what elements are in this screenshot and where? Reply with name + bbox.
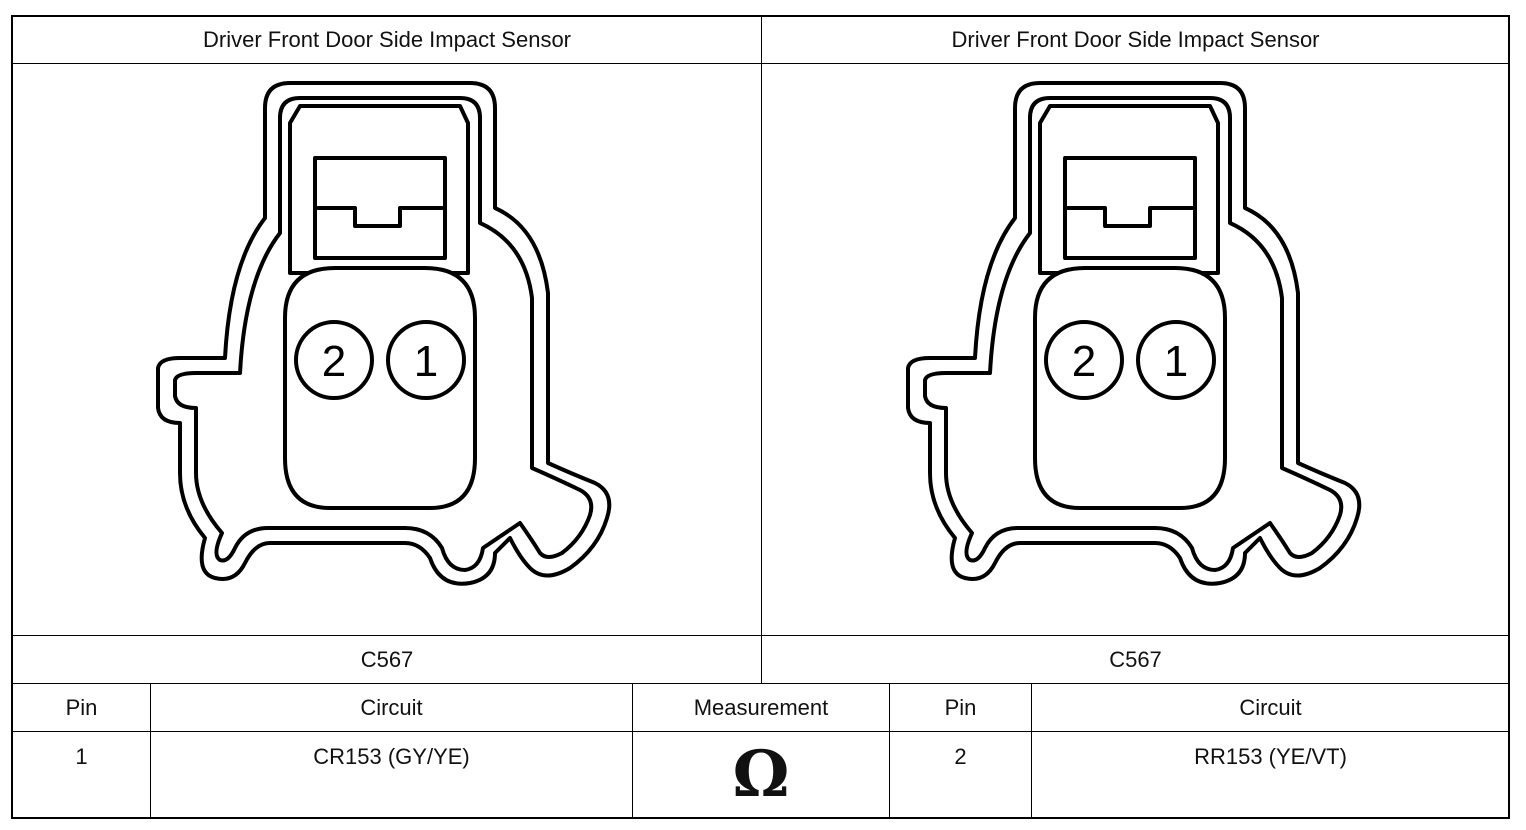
latch-tab xyxy=(1065,206,1195,228)
connector-outer-outline xyxy=(906,81,1362,586)
right-connector-id: C567 xyxy=(1109,646,1162,672)
pin-2-circle xyxy=(294,320,374,400)
latch-inner xyxy=(313,156,447,260)
connector-test-table xyxy=(11,15,1510,819)
pin-1-label: 1 xyxy=(1164,337,1188,386)
divider-center xyxy=(761,16,762,684)
row-circuit-a: CR153 (GY/YE) xyxy=(313,744,470,769)
right-connector-face-icon: 2 1 xyxy=(906,81,1362,586)
row-circuit-b: RR153 (YE/VT) xyxy=(1194,744,1347,769)
left-connector-id: C567 xyxy=(360,646,414,672)
divider-col-1 xyxy=(150,684,151,818)
header-pin-b: Pin xyxy=(944,694,977,720)
cavity-outline xyxy=(1033,266,1227,510)
divider-connector-label xyxy=(12,635,1509,636)
header-circuit-a: Circuit xyxy=(360,694,423,720)
pin-2-label: 2 xyxy=(1072,337,1096,386)
pin-2-circle xyxy=(1044,320,1124,400)
measurement-symbol: Ω xyxy=(732,737,790,812)
right-connector-title: Driver Front Door Side Impact Sensor xyxy=(951,26,1320,52)
connector-outer-outline xyxy=(156,81,612,586)
cavity-outline xyxy=(283,266,477,510)
ohm-symbol-icon: Ω xyxy=(633,732,889,818)
pin-1-circle xyxy=(386,320,466,400)
divider-header xyxy=(12,63,1509,64)
connector-inner-outline xyxy=(923,96,1344,572)
latch-frame xyxy=(1038,104,1220,275)
header-circuit-b: Circuit xyxy=(1239,694,1302,720)
left-connector-face-icon: 2 1 xyxy=(156,81,612,586)
header-measurement: Measurement xyxy=(693,694,829,720)
pin-1-label: 1 xyxy=(414,337,438,386)
row-pin-a: 1 xyxy=(75,744,88,769)
divider-col-4 xyxy=(1031,684,1032,818)
divider-col-2 xyxy=(632,684,633,818)
connector-inner-outline xyxy=(173,96,594,572)
pin-1-circle xyxy=(1136,320,1216,400)
divider-col-3 xyxy=(889,684,890,818)
divider-table-header xyxy=(12,683,1509,684)
latch-tab xyxy=(315,206,445,228)
pin-2-label: 2 xyxy=(322,337,346,386)
latch-frame xyxy=(288,104,470,275)
latch-inner xyxy=(1063,156,1197,260)
divider-table-row xyxy=(12,731,1509,732)
header-pin-a: Pin xyxy=(65,694,98,720)
row-pin-b: 2 xyxy=(954,744,967,769)
left-connector-title: Driver Front Door Side Impact Sensor xyxy=(202,26,572,52)
